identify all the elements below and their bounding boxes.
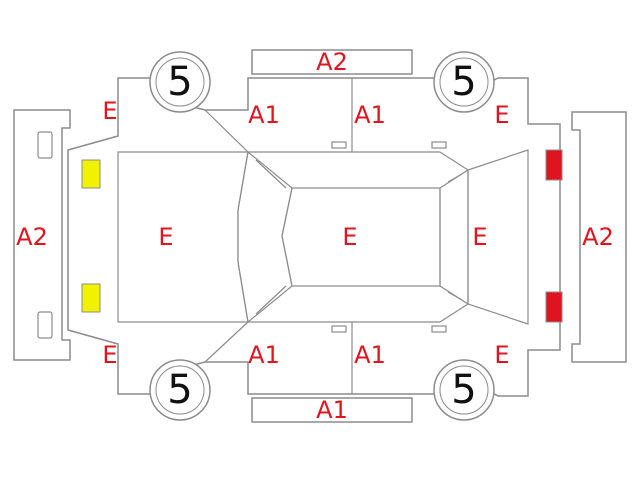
label-front-bumper: A2 <box>16 223 48 251</box>
label-right-front-fender: E <box>102 341 117 369</box>
taillight-left-mark <box>545 149 563 181</box>
rear-bumper <box>571 111 627 363</box>
car-body <box>67 77 561 397</box>
tire-front-left-value: 5 <box>167 59 192 105</box>
tire-rear-left-value: 5 <box>451 59 476 105</box>
label-roof-top-panel: A2 <box>316 48 348 76</box>
label-left-front-door: A1 <box>248 101 280 129</box>
label-left-front-fender: E <box>102 97 117 125</box>
front-bumper <box>13 109 71 361</box>
tire-front-left: 5 <box>149 51 211 113</box>
tire-rear-right-value: 5 <box>451 367 476 413</box>
bottom-side-panel <box>251 397 413 423</box>
label-roof: E <box>342 223 357 251</box>
label-right-front-door: A1 <box>248 341 280 369</box>
tire-front-right: 5 <box>149 359 211 421</box>
tire-front-right-value: 5 <box>167 367 192 413</box>
headlight-right-mark <box>81 283 101 313</box>
taillight-right-mark <box>545 291 563 323</box>
label-left-rear-quarter: E <box>494 101 509 129</box>
label-hood: E <box>158 223 173 251</box>
label-right-rear-quarter: E <box>494 341 509 369</box>
tire-rear-right: 5 <box>433 359 495 421</box>
label-rear-bumper: A2 <box>582 223 614 251</box>
condition-labels: A2 E A1 A1 E A2 E E E A2 E A1 A1 E A1 <box>16 48 614 424</box>
top-side-panel <box>251 49 413 75</box>
label-bottom-side-panel: A1 <box>316 396 348 424</box>
label-trunk: E <box>472 223 487 251</box>
tire-rear-left: 5 <box>433 51 495 113</box>
label-right-rear-door: A1 <box>354 341 386 369</box>
headlight-left-mark <box>81 159 101 189</box>
label-left-rear-door: A1 <box>354 101 386 129</box>
